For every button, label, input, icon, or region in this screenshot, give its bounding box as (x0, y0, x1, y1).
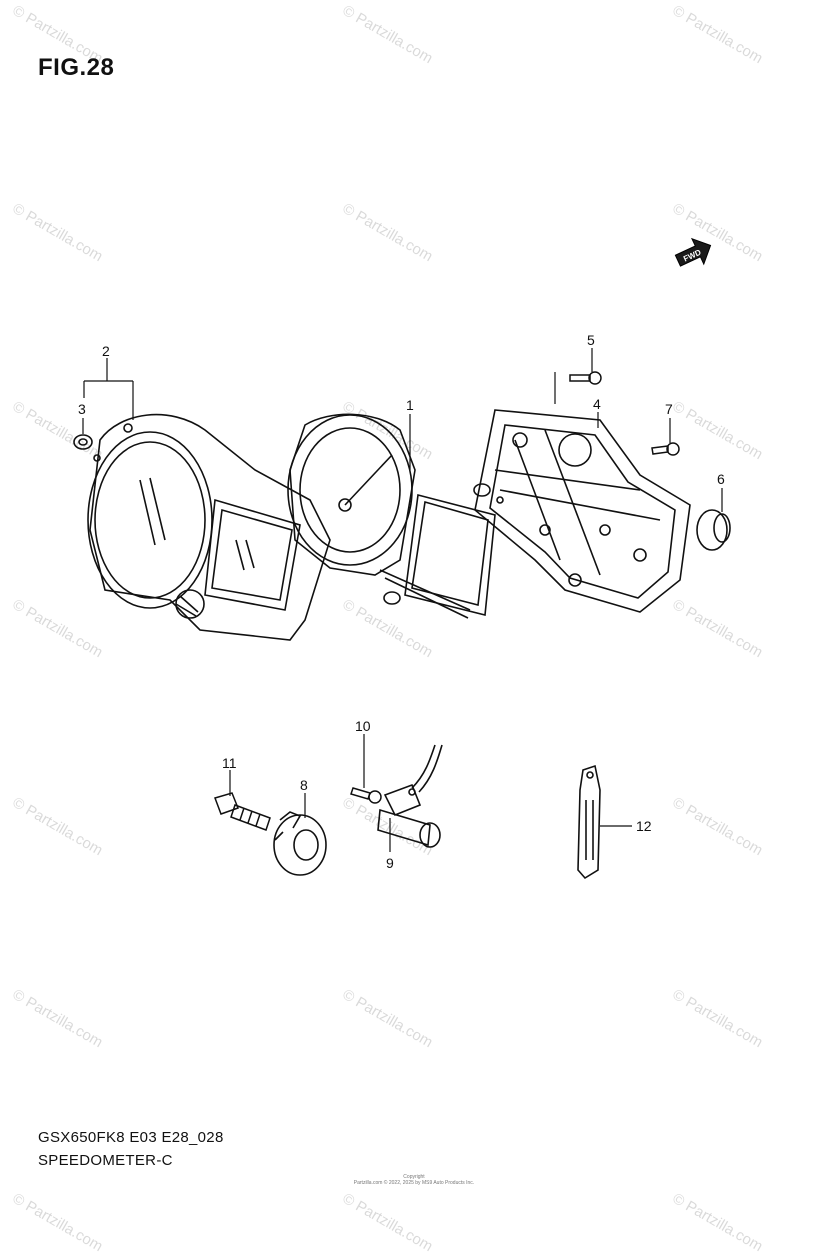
callout-5: 5 (587, 332, 595, 348)
footer-copyright: Copyright Partzilla.com © 2022, 2025 by … (0, 1174, 828, 1186)
part-2-meter-cover (87, 413, 331, 641)
section-name: SPEEDOMETER-C (38, 1152, 173, 1169)
part-10-screw (350, 787, 382, 804)
part-4-meter-case (474, 409, 691, 613)
part-3-grommet (73, 434, 93, 450)
part-5-screw (569, 371, 602, 385)
callout-2: 2 (102, 343, 110, 359)
part-1-meter-assembly (287, 413, 496, 619)
footer-line-2: Partzilla.com © 2022, 2025 by MS9 Auto P… (353, 1180, 475, 1186)
exploded-parts-diagram: FWD (73, 237, 731, 880)
part-9-speed-sensor (377, 744, 443, 848)
part-11-bolt (214, 792, 271, 831)
footer-line-1: Copyright (403, 1174, 425, 1180)
callout-labels: 2 3 1 5 4 7 6 11 8 10 9 12 (78, 332, 725, 871)
callout-6: 6 (717, 471, 725, 487)
fwd-label: FWD (682, 248, 703, 264)
leader-lines (82, 348, 723, 852)
callout-4: 4 (593, 396, 601, 412)
callout-10: 10 (355, 718, 371, 734)
callout-7: 7 (665, 401, 673, 417)
part-8-gear (273, 811, 327, 876)
callout-9: 9 (386, 855, 394, 871)
callout-11: 11 (222, 755, 237, 771)
callout-12: 12 (636, 818, 652, 834)
callout-8: 8 (300, 777, 308, 793)
part-6-grommet (696, 509, 731, 551)
part-7-screw (651, 442, 680, 456)
model-code: GSX650FK8 E03 E28_028 (38, 1129, 224, 1146)
figure-title: FIG.28 (38, 54, 115, 81)
callout-3: 3 (78, 401, 86, 417)
fwd-arrow-icon: FWD (674, 237, 712, 267)
part-12-clamp (577, 764, 601, 880)
callout-1: 1 (406, 397, 414, 413)
